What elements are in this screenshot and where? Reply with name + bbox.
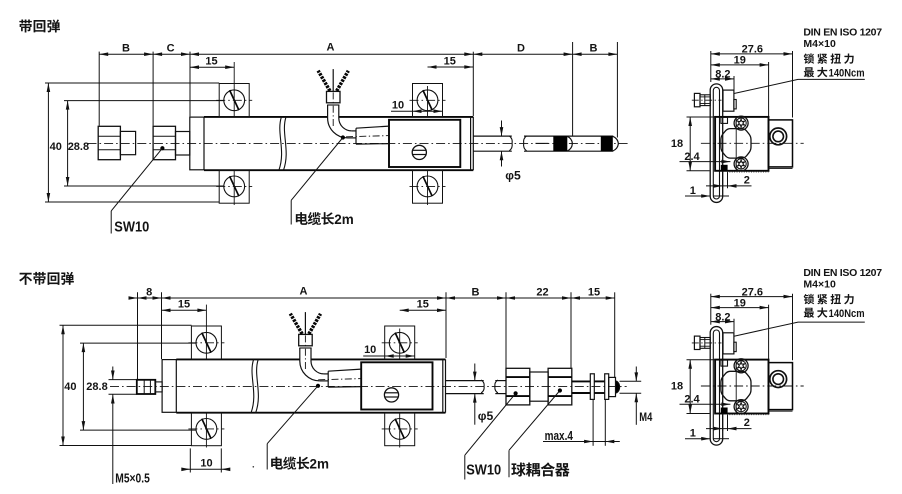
svg-text:10: 10 xyxy=(200,458,212,470)
svg-text:15: 15 xyxy=(417,299,429,311)
svg-text:140Ncm: 140Ncm xyxy=(829,67,865,79)
svg-text:18: 18 xyxy=(671,138,683,150)
svg-text:DIN EN ISO 1207: DIN EN ISO 1207 xyxy=(803,267,882,279)
svg-text:27.6: 27.6 xyxy=(742,286,763,298)
svg-text:40: 40 xyxy=(64,381,76,393)
svg-text:22: 22 xyxy=(536,287,548,299)
svg-text:SW10: SW10 xyxy=(466,462,501,478)
svg-text:DIN EN ISO 1207: DIN EN ISO 1207 xyxy=(803,26,882,38)
svg-text:φ5: φ5 xyxy=(478,409,494,423)
svg-text:8.2: 8.2 xyxy=(715,311,730,323)
svg-text:15: 15 xyxy=(444,55,456,67)
svg-text:19: 19 xyxy=(734,297,746,309)
svg-text:A: A xyxy=(327,42,335,54)
svg-text:40: 40 xyxy=(50,141,62,153)
svg-text:2m: 2m xyxy=(310,455,330,471)
svg-text:8.2: 8.2 xyxy=(715,69,730,81)
svg-text:B: B xyxy=(472,287,480,299)
svg-text:8: 8 xyxy=(146,287,152,299)
svg-text:1: 1 xyxy=(690,185,696,197)
svg-text:max.4: max.4 xyxy=(545,429,573,443)
svg-text:27.6: 27.6 xyxy=(742,44,763,56)
svg-text:φ5: φ5 xyxy=(505,169,521,183)
svg-text:10: 10 xyxy=(392,99,404,111)
svg-text:M4×10: M4×10 xyxy=(803,38,836,50)
svg-text:A: A xyxy=(300,286,308,298)
svg-text:15: 15 xyxy=(178,299,190,311)
svg-text:28.8: 28.8 xyxy=(86,381,107,393)
svg-text:2: 2 xyxy=(744,417,750,429)
svg-text:SW10: SW10 xyxy=(114,220,149,236)
svg-text:M4: M4 xyxy=(639,412,652,424)
svg-text:B: B xyxy=(122,43,130,55)
svg-text:M5×0.5: M5×0.5 xyxy=(115,470,150,485)
svg-text:2.4: 2.4 xyxy=(684,151,700,163)
svg-text:2.4: 2.4 xyxy=(684,394,700,406)
svg-text:1: 1 xyxy=(690,428,696,440)
svg-text:15: 15 xyxy=(588,287,600,299)
svg-text:15: 15 xyxy=(205,56,217,68)
svg-text:140Ncm: 140Ncm xyxy=(829,308,865,320)
svg-text:19: 19 xyxy=(734,55,746,67)
svg-text:18: 18 xyxy=(671,381,683,393)
svg-text:2: 2 xyxy=(744,175,750,187)
svg-text:C: C xyxy=(167,43,175,55)
svg-text:M4×10: M4×10 xyxy=(803,279,836,291)
svg-text:D: D xyxy=(517,43,525,55)
svg-text:2m: 2m xyxy=(334,211,354,227)
svg-text:B: B xyxy=(590,43,598,55)
svg-text:28.8: 28.8 xyxy=(68,141,89,153)
svg-text:10: 10 xyxy=(364,344,376,356)
